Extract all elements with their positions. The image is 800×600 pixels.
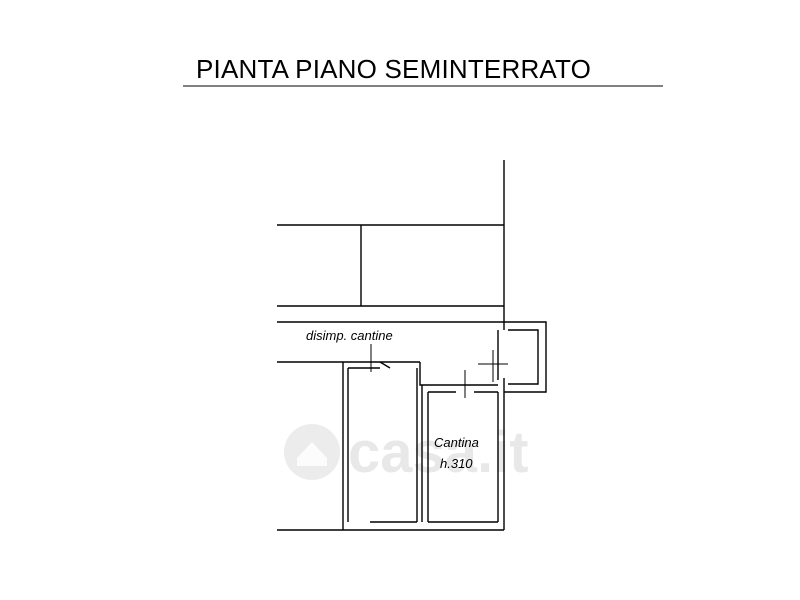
door-symbols (360, 344, 508, 398)
room-label-disimpegno: disimp. cantine (306, 328, 393, 343)
room-height-cantina: h.310 (440, 456, 473, 471)
room-label-cantina: Cantina (434, 435, 479, 450)
shaft-outer (504, 321, 547, 393)
house-logo-shape (297, 442, 327, 466)
shaft-inner (508, 329, 539, 385)
watermark-text: casa.it (348, 420, 529, 485)
watermark: casa.it (284, 420, 529, 485)
plan-title: PIANTA PIANO SEMINTERRATO (196, 54, 591, 84)
wall-step (419, 362, 465, 386)
walls (277, 160, 547, 531)
door-leaf-1 (379, 361, 391, 369)
